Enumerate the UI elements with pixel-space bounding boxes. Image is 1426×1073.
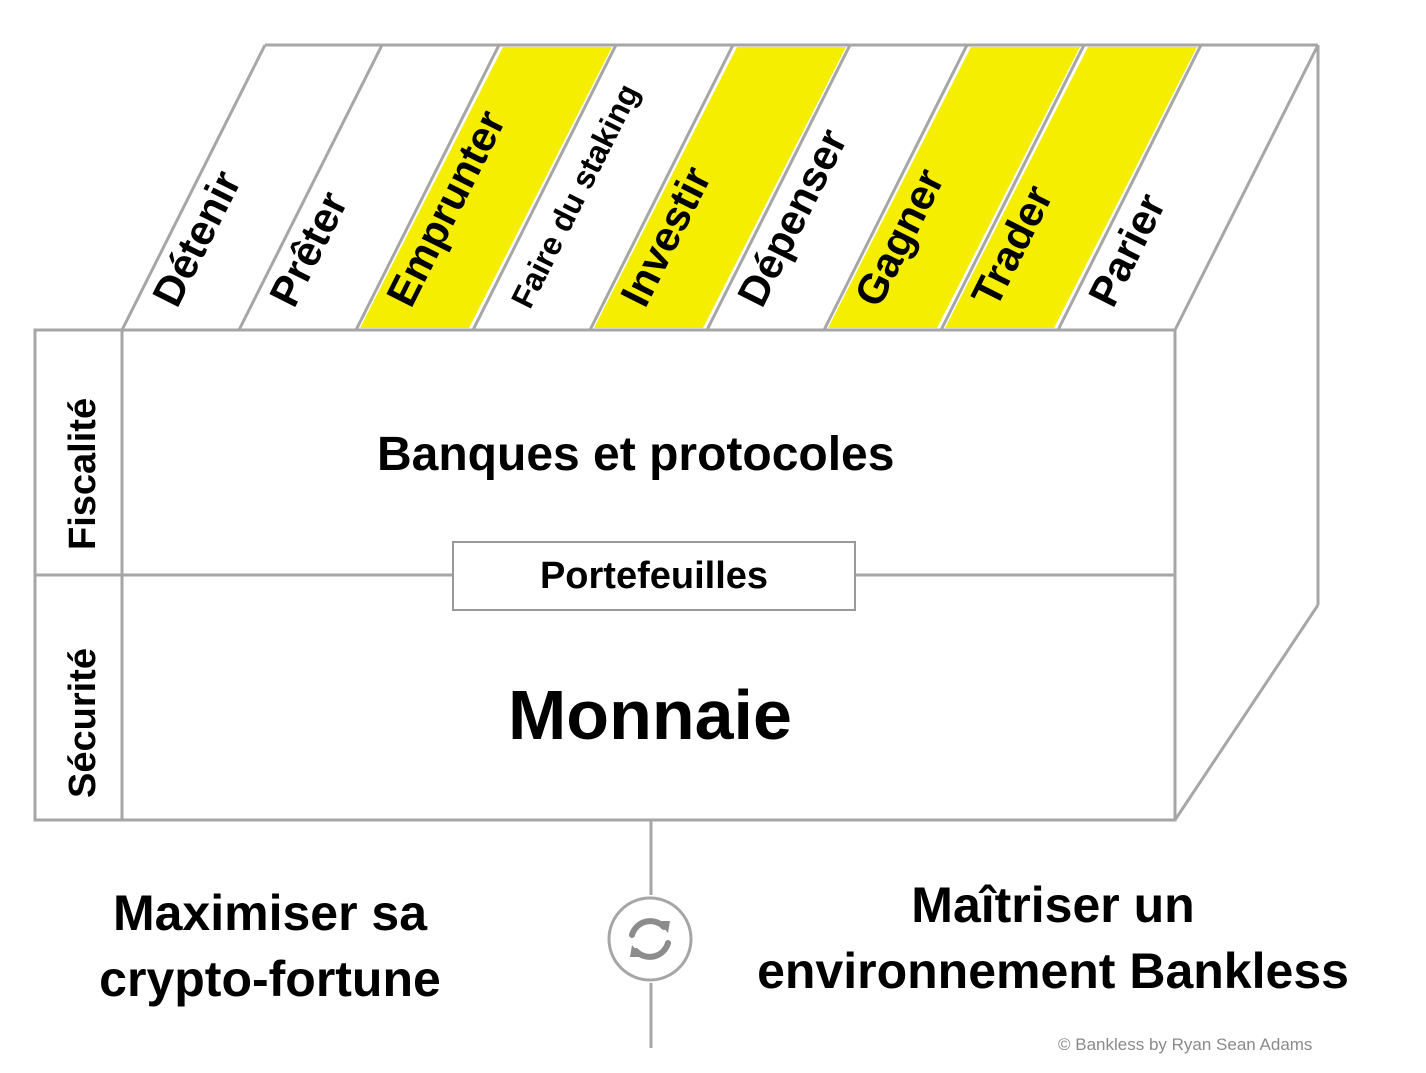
- goal-maitriser: Maîtriser un environnement Bankless: [690, 872, 1416, 1004]
- goal-maitriser-line-1: Maîtriser un: [911, 877, 1195, 933]
- side-label-fiscalite: Fiscalité: [62, 397, 104, 550]
- goal-maximiser: Maximiser sa crypto-fortune: [40, 880, 500, 1012]
- layer-monnaie: Monnaie: [508, 676, 792, 754]
- column-divider: [705, 44, 852, 331]
- column-highlight: [360, 47, 612, 328]
- column-divider: [939, 44, 1086, 331]
- top-face-right-edge: [1173, 44, 1320, 331]
- column-divider: [1056, 44, 1203, 331]
- layer-portefeuilles: Portefeuilles: [452, 541, 856, 611]
- column-dividers: [237, 44, 1203, 331]
- column-divider: [822, 44, 969, 331]
- top-face-left-edge: [120, 44, 267, 331]
- copyright-text: © Bankless by Ryan Sean Adams: [1058, 1035, 1313, 1054]
- layer-banques-protocoles: Banques et protocoles: [377, 428, 895, 481]
- sync-icon: [607, 896, 693, 982]
- highlight-group: [360, 47, 1197, 328]
- column-divider: [354, 44, 501, 331]
- right-face-bottom-edge: [1173, 604, 1320, 821]
- column-divider: [588, 44, 735, 331]
- column-divider: [237, 44, 384, 331]
- column-highlight: [945, 47, 1197, 328]
- side-label-securite: Sécurité: [62, 648, 104, 798]
- goal-maximiser-line-2: crypto-fortune: [99, 951, 441, 1007]
- column-divider: [471, 44, 618, 331]
- column-highlight: [594, 47, 846, 328]
- column-highlight: [828, 47, 1080, 328]
- goal-maximiser-line-1: Maximiser sa: [112, 885, 428, 941]
- goal-maitriser-line-2: environnement Bankless: [757, 943, 1349, 999]
